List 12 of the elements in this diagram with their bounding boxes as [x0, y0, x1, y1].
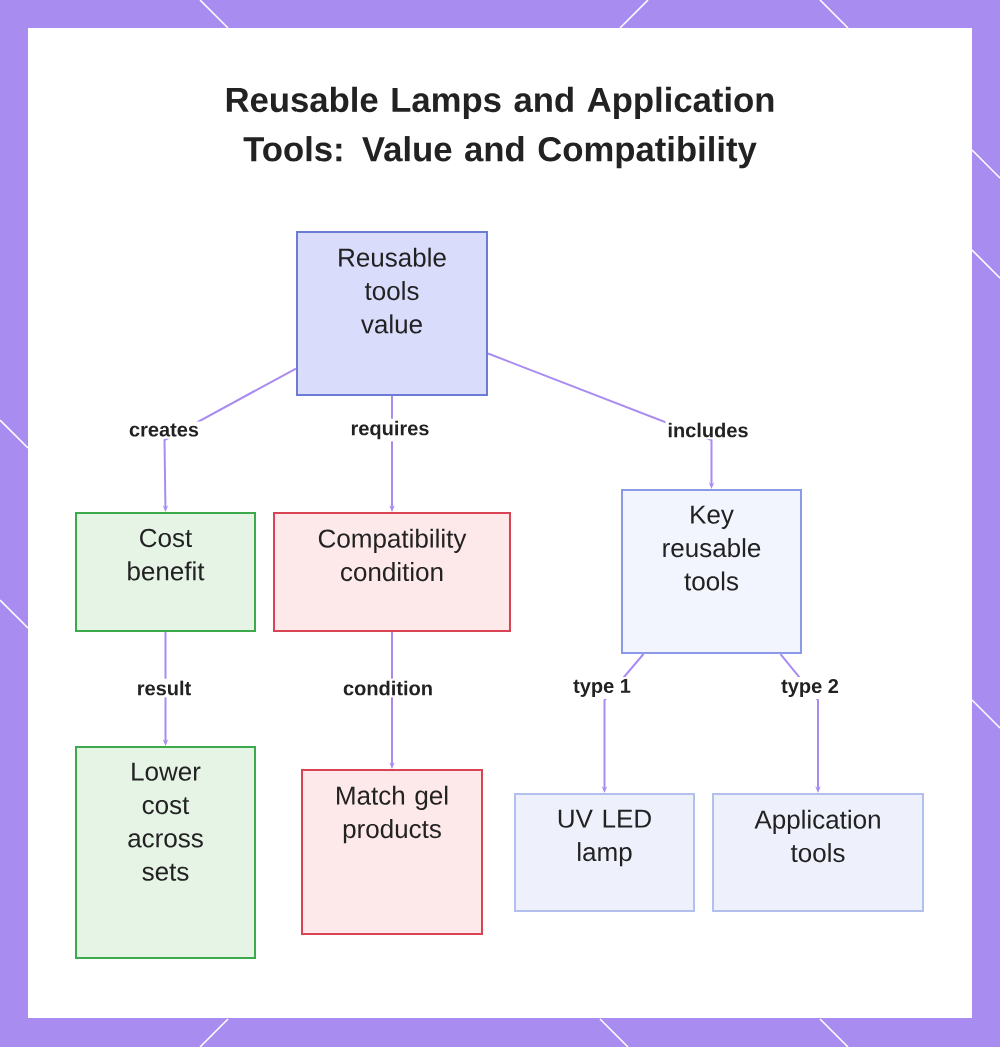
process-box: Application tools: [712, 793, 924, 912]
process-box: Compatibility condition: [273, 512, 511, 632]
title: Reusable Lamps and Application Tools: Value and Compatibility: [226, 86, 774, 169]
process-box: Key reusable tools: [621, 489, 802, 654]
process-box: Match gel products: [301, 769, 483, 935]
edge-label: creates: [126, 421, 202, 439]
process-box: Reusable tools value: [296, 231, 488, 396]
process-box: Lower cost across sets: [75, 746, 256, 959]
process-box: Cost benefit: [75, 512, 256, 632]
edge-label: type 1: [571, 677, 633, 699]
edge-label: type 2: [779, 676, 841, 700]
process-box: UV LED lamp: [514, 793, 695, 912]
